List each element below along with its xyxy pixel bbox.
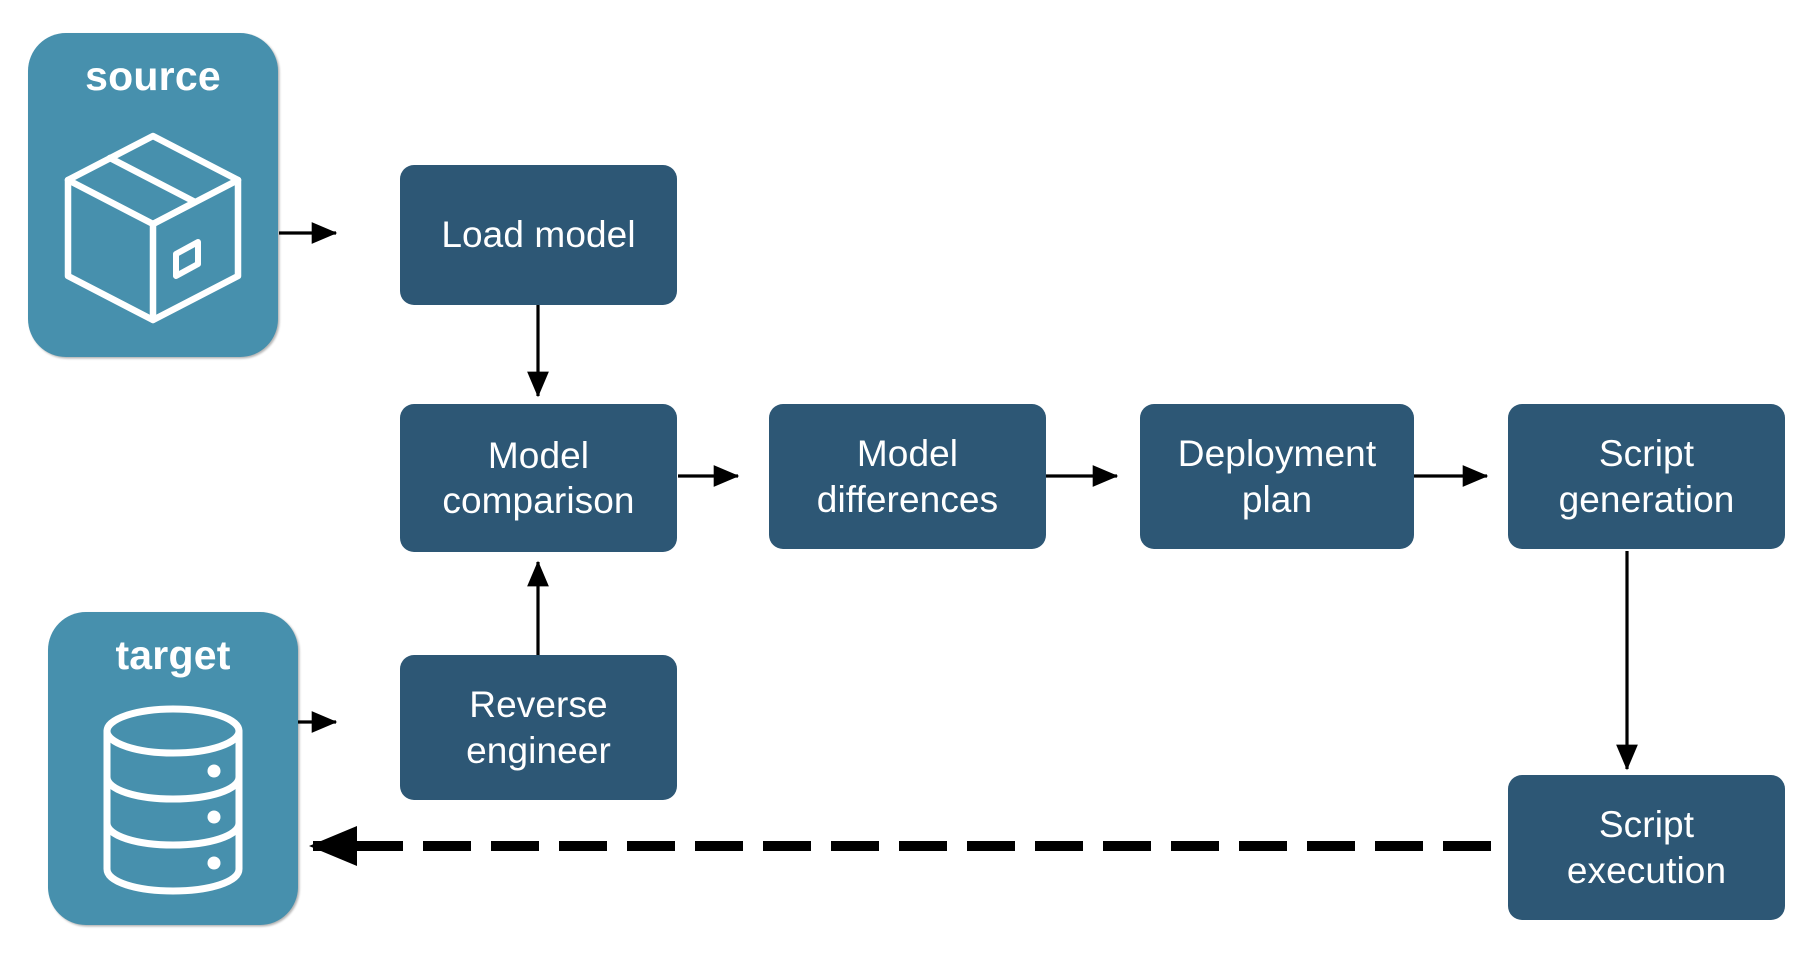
node-reverse-engineer[interactable]: Reverse engineer	[400, 655, 677, 800]
node-script-execution[interactable]: Script execution	[1508, 775, 1785, 920]
node-model-comparison[interactable]: Model comparison	[400, 404, 677, 552]
package-box-icon	[28, 100, 278, 357]
node-model-differences-label: Model differences	[816, 433, 999, 520]
node-script-execution-label: Script execution	[1566, 804, 1727, 891]
node-deployment-plan[interactable]: Deployment plan	[1140, 404, 1414, 549]
node-script-generation[interactable]: Script generation	[1508, 404, 1785, 549]
node-source-label: source	[85, 53, 221, 99]
node-script-generation-label: Script generation	[1558, 433, 1735, 520]
node-target[interactable]: target	[48, 612, 298, 925]
node-model-comparison-label: Model comparison	[442, 434, 635, 521]
node-target-label: target	[115, 632, 231, 678]
node-model-differences[interactable]: Model differences	[769, 404, 1046, 549]
database-cylinder-icon	[48, 679, 298, 925]
node-deployment-plan-label: Deployment plan	[1177, 433, 1377, 520]
node-reverse-engineer-label: Reverse engineer	[466, 684, 611, 771]
node-load-model[interactable]: Load model	[400, 165, 677, 305]
node-source[interactable]: source	[28, 33, 278, 357]
node-load-model-label: Load model	[441, 214, 636, 256]
